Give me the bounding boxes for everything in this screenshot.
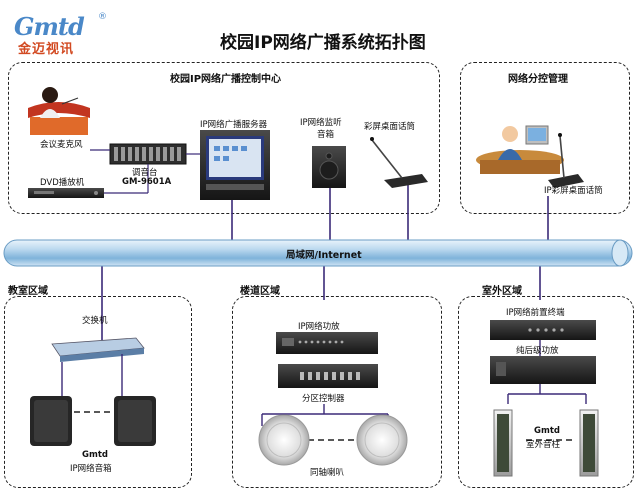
network-links — [101, 180, 549, 340]
monitor-speaker-icon — [312, 146, 346, 188]
ceiling-speaker-left-icon — [258, 414, 310, 466]
zone-controller-label: 分区控制器 — [302, 394, 345, 404]
logo-subtitle: 金迈视讯 — [18, 42, 75, 57]
ip-network-amp-icon — [276, 332, 378, 354]
dvd-player-icon — [28, 188, 104, 198]
network-pipe — [3, 239, 633, 267]
ip-front-terminal-icon — [490, 320, 596, 340]
outdoor-column-label-line1: Gmtd — [534, 426, 560, 436]
outdoor-column-right-icon — [579, 409, 599, 477]
outdoor-title: 室外区域 — [482, 286, 522, 297]
branch-desk-mic-icon — [548, 133, 584, 188]
corridor-title: 楼道区域 — [240, 286, 280, 297]
ip-speaker-label-line2: IP网络音箱 — [70, 464, 112, 474]
pure-power-amp-icon — [490, 356, 596, 384]
network-label: 局域网/Internet — [286, 250, 362, 261]
ceiling-speaker-right-icon — [356, 414, 408, 466]
control-center-title: 校园IP网络广播控制中心 — [170, 74, 282, 85]
corridor-region — [232, 296, 442, 488]
server-label: IP网络广播服务器 — [200, 120, 268, 130]
control-center-region — [8, 62, 440, 214]
pure-amp-label: 纯后级功放 — [516, 346, 559, 356]
classroom-speaker-left-icon — [30, 396, 72, 446]
page-title: 校园IP网络广播系统拓扑图 — [220, 33, 426, 53]
zone-controller-icon — [278, 364, 378, 388]
dvd-label: DVD播放机 — [40, 178, 85, 188]
network-switch-icon — [51, 337, 145, 362]
mixer-label-line1: 调音台 — [132, 168, 158, 178]
monitor-speaker-label-line1: IP网络监听 — [300, 118, 342, 128]
desk-mic-icon — [370, 137, 428, 188]
classroom-speaker-right-icon — [114, 396, 156, 446]
ip-amp-label: IP网络功放 — [298, 322, 340, 332]
logo-brand: Gmtd — [14, 12, 85, 41]
branch-control-region — [460, 62, 630, 214]
meeting-mic-label: 会议麦克风 — [40, 140, 83, 150]
ip-speaker-label-line1: Gmtd — [82, 450, 108, 460]
monitor-speaker-label-line2: 音箱 — [317, 130, 335, 140]
branch-mic-label: IP彩屏桌面话筒 — [544, 186, 603, 196]
ceiling-speaker-label: 同轴喇叭 — [310, 468, 345, 478]
outdoor-column-label-line2: 室外音柱 — [526, 440, 561, 450]
outdoor-column-left-icon — [493, 409, 513, 477]
branch-desk-person-icon — [476, 125, 564, 174]
desk-mic-label: 彩屏桌面话筒 — [364, 122, 416, 132]
mixer-label-line2: GM-9601A — [122, 177, 172, 187]
classroom-region — [4, 296, 192, 488]
meeting-mic-person-icon — [28, 87, 90, 135]
switch-label: 交换机 — [82, 316, 108, 326]
logo-registered-mark: ® — [98, 12, 107, 22]
mixer-icon — [109, 143, 187, 165]
broadcast-server-icon — [200, 130, 270, 200]
outdoor-region — [458, 296, 634, 488]
logo: Gmtd ® 金迈视讯 — [14, 12, 114, 57]
branch-title: 网络分控管理 — [508, 74, 568, 85]
classroom-title: 教室区域 — [8, 286, 48, 297]
front-terminal-label: IP网络前置终端 — [506, 308, 565, 318]
